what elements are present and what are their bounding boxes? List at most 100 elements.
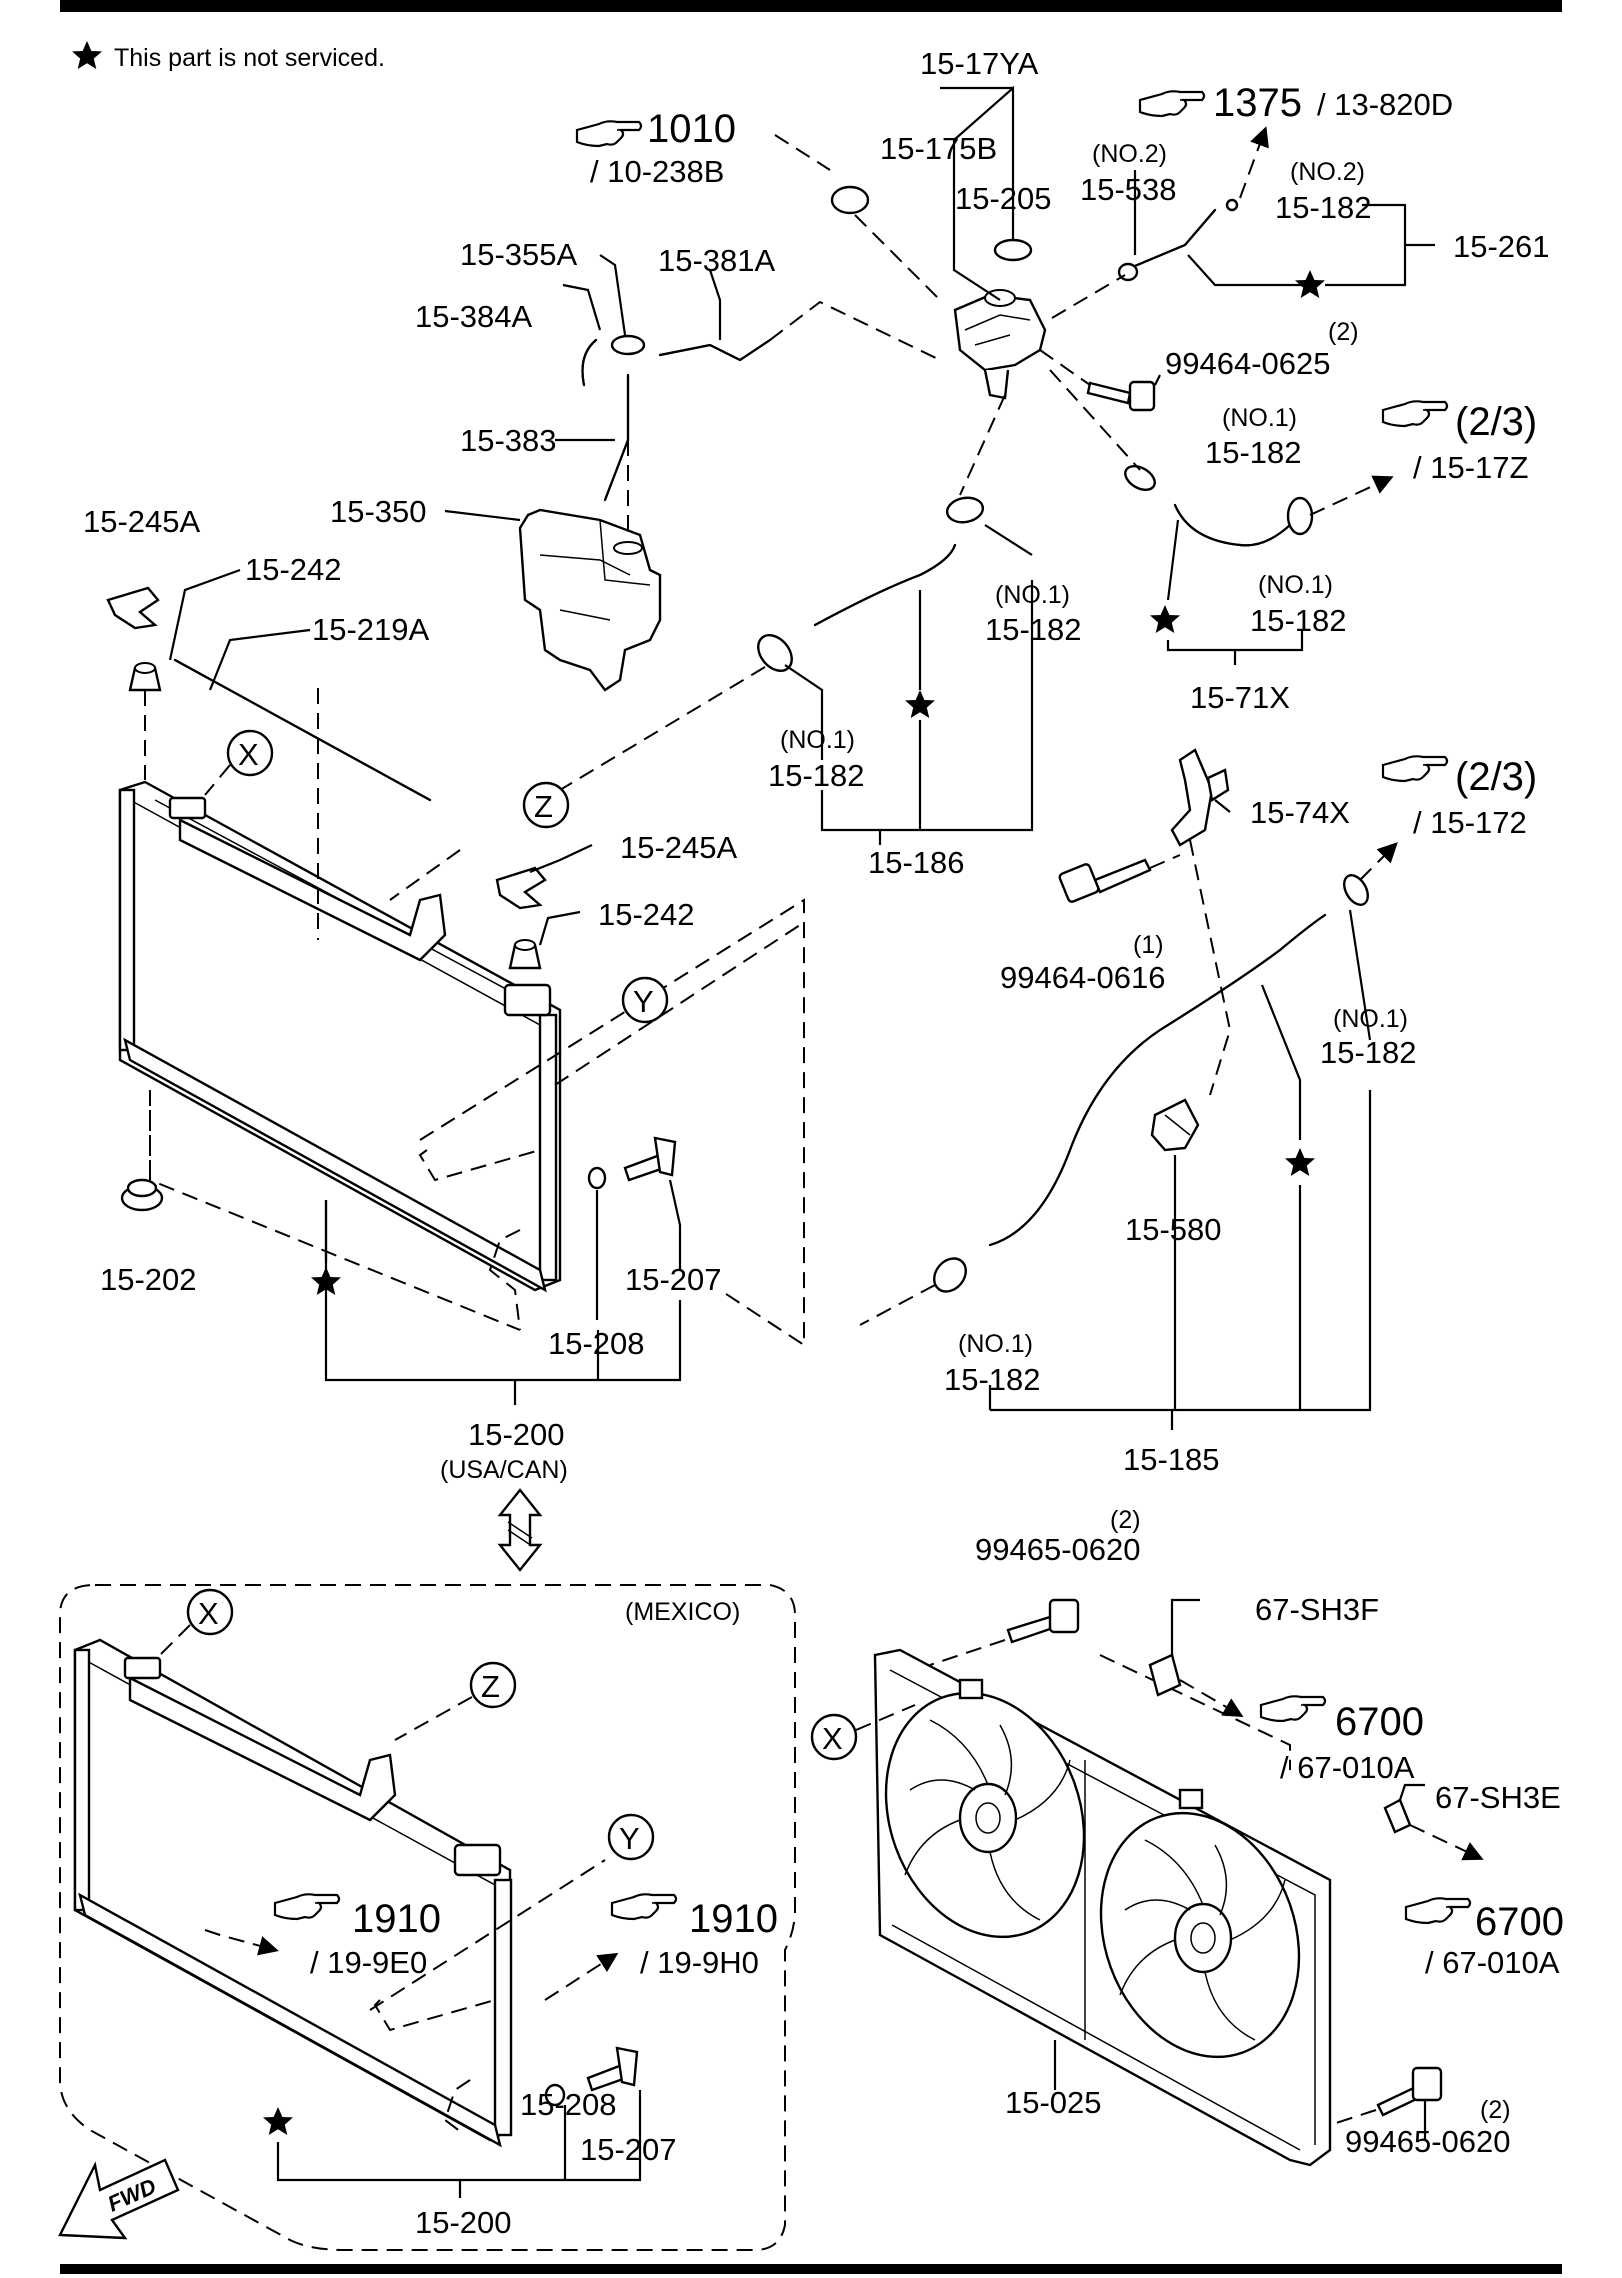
reservoir-tank [518, 508, 662, 692]
ref-6700-a-number: 6700 [1335, 1700, 1424, 1744]
ref-1375-number: 1375 [1213, 81, 1302, 125]
pointing-hand-icon [610, 1893, 678, 1921]
star-icon [72, 41, 102, 69]
label-15-182-b: 15-182 [985, 612, 1082, 647]
clamp-15-182-186-lower [757, 634, 793, 672]
label-67-SH3F: 67-SH3F [1255, 1592, 1379, 1627]
radiator-mexico [73, 1638, 513, 2148]
ref-6700-b-sub: / 67-010A [1425, 1945, 1560, 1980]
clamp-15-182-71x-upper [1124, 465, 1156, 491]
mount-bracket-15-245A-b [495, 866, 547, 910]
ref-1375-sub: / 13-820D [1317, 87, 1453, 122]
mexico-variant-boundary [59, 1584, 796, 2251]
callout-y-mexico [607, 1813, 655, 1861]
label-15-207-a: 15-207 [625, 1262, 722, 1297]
pointing-hand-icon [1404, 1897, 1472, 1925]
star-icon [263, 2107, 293, 2135]
callout-z-mexico [469, 1661, 517, 1709]
label-qty-2-b: (2) [1110, 1506, 1141, 1534]
bolt-99465-0620-lower [1376, 2066, 1443, 2117]
star-icon [1295, 270, 1325, 298]
label-usa-can: (USA/CAN) [440, 1456, 568, 1484]
label-no1-d: (NO.1) [780, 726, 855, 754]
ref-1910-a-sub: / 19-9E0 [310, 1945, 427, 1980]
temp-sensor-15-580 [1150, 1098, 1200, 1152]
label-15-182-top: 15-182 [1275, 190, 1372, 225]
label-qty-2-a: (2) [1328, 318, 1359, 346]
drain-plug-15-207 [623, 1136, 677, 1182]
label-no2-a: (NO.2) [1092, 140, 1167, 168]
hose-15-71X [1173, 503, 1292, 547]
label-15-580: 15-580 [1125, 1212, 1222, 1247]
connector-67-SH3E [1383, 1798, 1412, 1834]
label-15-200-b: 15-200 [415, 2205, 512, 2240]
bolt-99464-0625 [1086, 380, 1156, 412]
pointing-hand-icon [575, 120, 643, 148]
ref-1910-b-number: 1910 [689, 1897, 778, 1941]
label-15-383: 15-383 [460, 423, 557, 458]
fwd-arrow-icon: FWD [58, 2158, 180, 2240]
label-15-182-c: 15-182 [1250, 603, 1347, 638]
label-mexico: (MEXICO) [625, 1598, 740, 1626]
label-15-185: 15-185 [1123, 1442, 1220, 1477]
ref-6700-b-number: 6700 [1475, 1900, 1564, 1944]
ref-2-3-b-sub: / 15-172 [1413, 805, 1527, 840]
callout-x-fan [810, 1713, 858, 1761]
label-15-245A-b: 15-245A [620, 830, 738, 865]
radiator-cap [830, 185, 870, 215]
label-15-261: 15-261 [1453, 229, 1550, 264]
top-border-bar [60, 0, 1562, 12]
label-99465-0620-b: 99465-0620 [1345, 2124, 1511, 2159]
star-icon [905, 690, 935, 718]
label-15-182-a: 15-182 [1205, 435, 1302, 470]
radiator-usa-can [118, 780, 562, 1293]
pointing-hand-icon [1138, 90, 1206, 118]
clamp-15-182-185-upper [1343, 874, 1369, 906]
label-15-538: 15-538 [1080, 172, 1177, 207]
ref-1010-number: 1010 [647, 107, 736, 151]
label-no2-b: (NO.2) [1290, 158, 1365, 186]
label-15-17YA: 15-17YA [920, 46, 1039, 81]
label-15-182-d: 15-182 [768, 758, 865, 793]
label-15-381A: 15-381A [658, 243, 776, 278]
label-15-219A: 15-219A [312, 612, 430, 647]
label-67-SH3E: 67-SH3E [1435, 1780, 1561, 1815]
label-15-182-e: 15-182 [1320, 1035, 1417, 1070]
label-no1-c: (NO.1) [1258, 571, 1333, 599]
label-15-245A-a: 15-245A [83, 504, 201, 539]
label-qty-1: (1) [1133, 931, 1164, 959]
ref-2-3-b-number: (2/3) [1455, 755, 1537, 799]
ref-1910-b-sub: / 19-9H0 [640, 1945, 759, 1980]
not-serviced-note: This part is not serviced. [114, 44, 385, 72]
cooling-fan-assembly-15-025 [873, 1648, 1332, 2167]
label-15-355A: 15-355A [460, 237, 578, 272]
label-15-202: 15-202 [100, 1262, 197, 1297]
bolt-99465-0620-upper [1006, 1598, 1080, 1644]
clamp-15-182-186-upper [945, 496, 985, 524]
label-15-175B: 15-175B [880, 131, 997, 166]
label-15-71X: 15-71X [1190, 680, 1290, 715]
mount-bracket-15-245A-a [106, 586, 160, 630]
hose-bracket-15-74X [1170, 748, 1230, 847]
ref-6700-a-sub: / 67-010A [1280, 1750, 1415, 1785]
coolant-surge-tank [953, 289, 1047, 400]
ref-2-3-a-sub: / 15-17Z [1413, 450, 1528, 485]
reservoir-cap [610, 334, 646, 356]
callout-x-label: X [238, 737, 259, 772]
drain-plug-15-207-mexico [586, 2046, 639, 2092]
clamp-15-182-185-lower [933, 1257, 967, 1293]
clamp-15-182-71x-lower [1286, 496, 1314, 536]
pointing-hand-icon [1381, 400, 1449, 428]
label-qty-2-c: (2) [1480, 2096, 1511, 2124]
label-15-384A: 15-384A [415, 299, 533, 334]
hose-15-383 [603, 373, 630, 502]
callout-z-label: Z [481, 1669, 500, 1704]
callout-z-label: Z [534, 789, 553, 824]
label-15-025: 15-025 [1005, 2085, 1102, 2120]
callout-z-upper [522, 781, 570, 829]
label-no1-b: (NO.1) [995, 581, 1070, 609]
label-no1-e: (NO.1) [1333, 1005, 1408, 1033]
label-15-242-a: 15-242 [245, 552, 342, 587]
label-no1-f: (NO.1) [958, 1330, 1033, 1358]
